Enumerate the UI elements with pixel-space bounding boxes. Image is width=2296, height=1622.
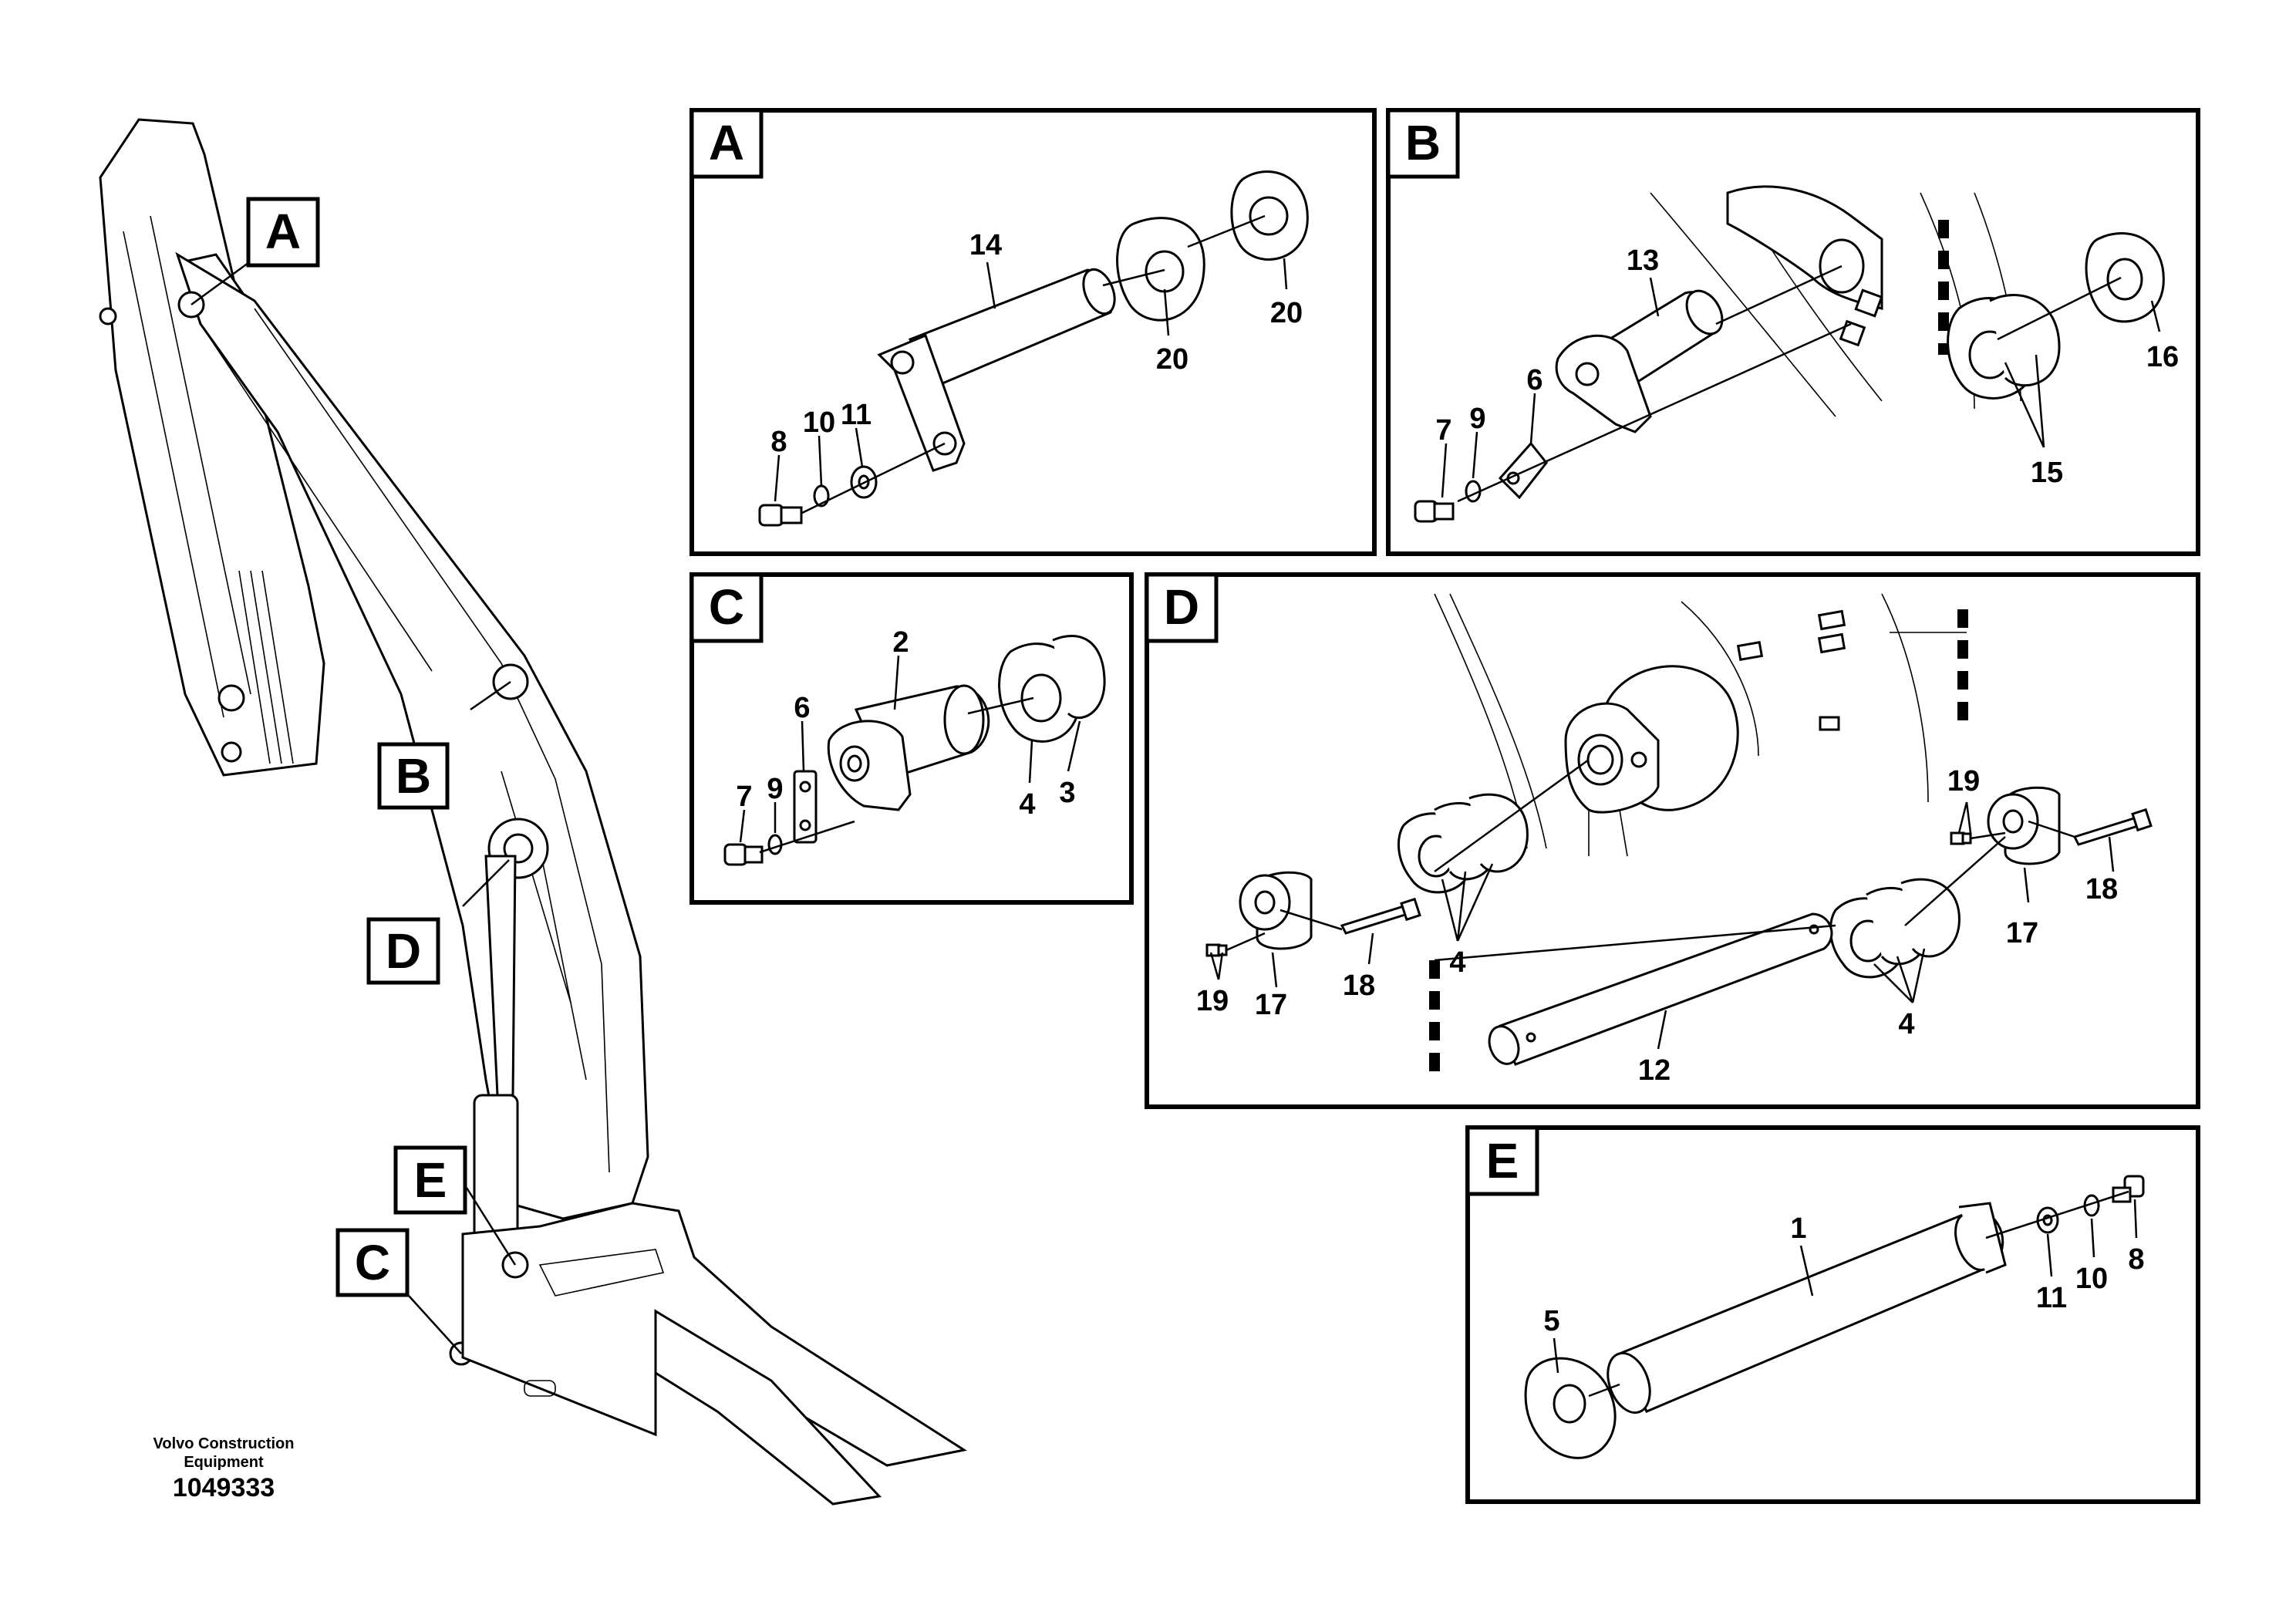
part-label-8: 8 — [770, 426, 787, 458]
base-frame — [461, 1202, 967, 1467]
part-label-11: 11 — [2036, 1282, 2067, 1314]
callout-e-label: E — [414, 1152, 447, 1208]
callout-leaders — [190, 257, 517, 1354]
detail-a: A 14 20 20 8 10 11 — [689, 108, 1377, 556]
part-label-17b: 17 — [2006, 917, 2038, 949]
washer-9 — [767, 834, 783, 855]
pin-1 — [1617, 1209, 2004, 1413]
part-label-1: 1 — [1790, 1212, 1806, 1245]
callout-d[interactable]: D — [366, 917, 440, 985]
washer-3 — [1052, 634, 1106, 720]
bolt-8 — [758, 504, 784, 527]
detail-d: D — [1145, 572, 2200, 1109]
callout-d-label: D — [386, 923, 421, 979]
part-label-6: 6 — [794, 692, 810, 724]
callout-c[interactable]: C — [335, 1228, 410, 1297]
part-label-8: 8 — [2128, 1243, 2144, 1276]
bolt-7 — [723, 843, 748, 866]
part-label-6: 6 — [1526, 364, 1542, 396]
part-label-18a: 18 — [1343, 969, 1375, 1002]
pin-12 — [1499, 912, 1833, 1066]
part-label-7: 7 — [1435, 414, 1451, 447]
part-label-4: 4 — [1019, 788, 1035, 821]
part-label-17a: 17 — [1255, 989, 1287, 1021]
part-label-7: 7 — [736, 781, 752, 813]
illustration-number: 1049333 — [172, 1473, 275, 1502]
detail-b-title: B — [1405, 115, 1441, 170]
part-label-5: 5 — [1543, 1305, 1559, 1337]
callout-b[interactable]: B — [377, 742, 450, 810]
part-label-15: 15 — [2031, 457, 2063, 489]
detail-e: E 1 5 11 10 8 — [1465, 1125, 2200, 1504]
part-label-3: 3 — [1059, 777, 1075, 809]
part-label-10: 10 — [803, 406, 835, 439]
part-label-14: 14 — [969, 229, 1002, 261]
callout-a[interactable]: A — [246, 197, 320, 268]
washer-group-4-lower — [1829, 878, 1961, 979]
detail-e-title: E — [1486, 1133, 1519, 1189]
manufacturer-line-2: Equipment — [184, 1454, 264, 1471]
detail-a-title: A — [709, 115, 744, 170]
part-label-9: 9 — [1469, 403, 1485, 435]
detail-c: C 2 6 7 9 4 3 — [689, 572, 1134, 905]
part-label-4a: 4 — [1449, 946, 1465, 979]
part-label-20a: 20 — [1156, 343, 1188, 376]
callout-a-label: A — [265, 204, 301, 259]
callout-e[interactable]: E — [393, 1145, 467, 1215]
part-label-19a: 19 — [1196, 985, 1229, 1017]
washer-group-4-upper — [1397, 793, 1529, 894]
part-label-19b: 19 — [1947, 765, 1980, 798]
part-label-10: 10 — [2075, 1263, 2108, 1295]
part-label-16: 16 — [2146, 341, 2179, 373]
part-label-20b: 20 — [1270, 297, 1303, 329]
part-label-12: 12 — [1638, 1054, 1671, 1087]
part-label-2: 2 — [892, 626, 909, 659]
manufacturer-caption: Volvo Construction Equipment — [116, 1435, 332, 1472]
detail-b: B — [1386, 108, 2200, 556]
detail-d-title: D — [1164, 579, 1199, 635]
boom-overview — [99, 118, 967, 1506]
detail-c-title: C — [709, 579, 744, 635]
part-label-11: 11 — [841, 399, 872, 431]
arm-outline — [99, 118, 325, 777]
callout-b-label: B — [396, 748, 431, 804]
bolt-18-right — [2072, 816, 2143, 846]
part-label-13: 13 — [1627, 244, 1659, 277]
manufacturer-line-1: Volvo Construction — [153, 1435, 295, 1452]
part-label-9: 9 — [767, 773, 783, 805]
callout-c-label: C — [355, 1235, 390, 1290]
plate-6 — [1498, 441, 1548, 500]
part-label-18b: 18 — [2085, 873, 2118, 905]
part-label-4b: 4 — [1898, 1008, 1914, 1040]
bolt-18-left — [1340, 905, 1410, 935]
main-boom — [175, 251, 649, 1220]
